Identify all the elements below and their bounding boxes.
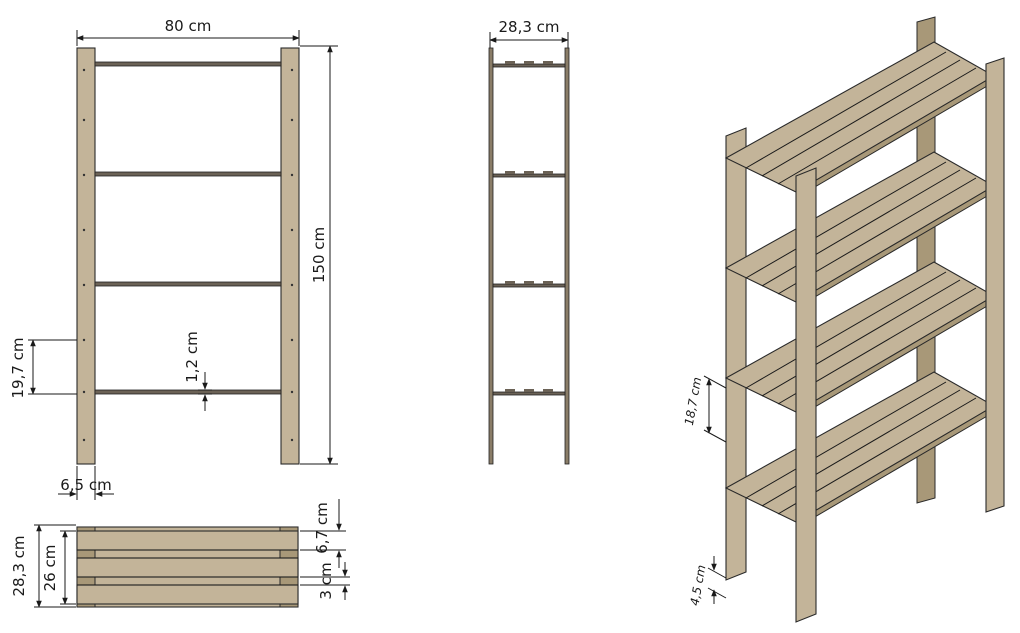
top-outer-depth-label: 28,3 cm: [10, 535, 28, 596]
front-left-post: [76, 47, 96, 465]
front-shelf-2: [94, 171, 282, 177]
front-shelf-thickness-label: 1,2 cm: [183, 331, 201, 382]
front-right-post: [280, 47, 300, 465]
top-inner-depth-label: 26 cm: [41, 545, 59, 592]
front-post-width-label: 6,5 cm: [60, 476, 111, 494]
iso-shelf-2: [724, 151, 996, 309]
top-slat-width-label: 6,7 cm: [313, 502, 331, 553]
iso-front-left-post: [795, 167, 817, 623]
top-slat-1: [76, 530, 299, 551]
top-slat-2: [76, 557, 299, 578]
iso-shelf-gap-label: 18,7 cm: [682, 376, 704, 427]
front-shelf-3: [94, 281, 282, 287]
side-depth-label: 28,3 cm: [498, 18, 559, 36]
front-post-screws: [82, 68, 294, 442]
top-view: 28,3 cm 26 cm 6,7 cm 3 cm: [10, 499, 350, 608]
iso-back-left-post: [725, 127, 747, 581]
front-view: 80 cm 150 cm 19,7 cm 1,2 c: [9, 17, 338, 500]
front-shelf-4: [94, 389, 282, 395]
iso-bottom-clearance-label: 4,5 cm: [688, 564, 709, 607]
side-slat-ends: [505, 61, 553, 392]
iso-shelf-3: [724, 261, 996, 419]
side-view: 28,3 cm: [488, 18, 570, 465]
front-shelf-1: [94, 61, 282, 67]
front-width-label: 80 cm: [165, 17, 212, 35]
iso-front-right-post: [985, 57, 1005, 513]
iso-shelf-4: [724, 371, 996, 529]
side-back-post: [564, 47, 570, 465]
top-slat-3: [76, 584, 299, 605]
isometric-view: 18,7 cm 4,5 cm: [682, 16, 1005, 623]
front-height-label: 150 cm: [310, 227, 328, 283]
side-shelf-rails: [492, 63, 566, 396]
side-front-post: [488, 47, 494, 465]
front-shelf-gap-label: 19,7 cm: [9, 337, 27, 398]
top-slat-gap-label: 3 cm: [317, 562, 335, 599]
